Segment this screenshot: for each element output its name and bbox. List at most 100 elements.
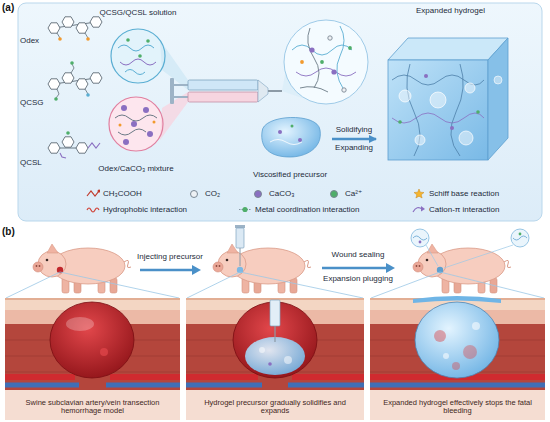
legend-icon xyxy=(86,204,100,215)
step-label: Wound sealing xyxy=(332,250,385,260)
precursor-content xyxy=(270,125,302,145)
qcsg-structure xyxy=(56,89,59,98)
tissue-section xyxy=(5,298,180,420)
tissue-section xyxy=(259,347,265,353)
mixture-content xyxy=(153,121,156,124)
solution-chains xyxy=(118,45,154,51)
molecule-name: Odex xyxy=(20,36,39,46)
qcsl-structure xyxy=(48,131,100,158)
hydrogel-cube xyxy=(388,38,508,60)
process-arrow xyxy=(192,265,201,275)
odex-structure xyxy=(86,37,90,41)
tissue-section xyxy=(463,345,477,359)
panel-letter: (b) xyxy=(2,226,15,238)
panel-a xyxy=(18,3,542,221)
legend-icon xyxy=(412,204,426,215)
qcsg-structure xyxy=(48,61,102,101)
solution-circle-fill xyxy=(111,29,165,83)
tissue-section xyxy=(452,362,460,370)
solution-chains xyxy=(118,38,156,74)
hydrogel-cube xyxy=(388,38,508,160)
network xyxy=(331,69,336,74)
inset-circle xyxy=(411,229,429,247)
legend-swatch xyxy=(254,190,262,198)
cation-icon xyxy=(421,206,425,212)
hydrogel-cube xyxy=(494,76,502,84)
odex-structure xyxy=(85,33,88,38)
legend-text: CaCO₃ xyxy=(269,188,294,199)
node-label: QCSG/QCSL solution xyxy=(86,8,190,18)
tissue-section xyxy=(284,356,292,364)
illustration xyxy=(213,244,311,293)
zoom-line xyxy=(440,272,544,298)
odex-structure xyxy=(54,22,96,28)
qcsg-structure xyxy=(62,73,74,83)
hydrogel-cube xyxy=(415,135,425,145)
legend-icon xyxy=(412,188,426,199)
network xyxy=(337,26,344,90)
hydrogel-cube xyxy=(398,120,402,124)
network xyxy=(292,26,356,92)
qcsg-structure xyxy=(70,61,74,65)
injection-syringe xyxy=(235,225,245,228)
process-arrow xyxy=(140,269,194,272)
qcsl-structure xyxy=(48,143,60,153)
tissue-section xyxy=(5,390,180,420)
precursor-blob xyxy=(262,117,321,157)
mixture-content xyxy=(119,124,122,127)
hydrogel-cube xyxy=(399,90,411,102)
legend-text: Ca²⁺ xyxy=(345,188,362,199)
hydrogel-cube xyxy=(465,83,475,93)
mixture-content xyxy=(147,131,153,137)
odex-structure xyxy=(48,17,102,41)
odex-structure xyxy=(48,23,60,33)
mixture-content xyxy=(121,105,127,111)
legend-text: Hydrophobic interaction xyxy=(103,204,187,215)
mixture-content xyxy=(115,115,157,121)
metal-icon xyxy=(242,207,247,212)
tissue-section xyxy=(270,300,280,326)
process-arrow xyxy=(386,263,395,273)
legend-text: CH₃COOH xyxy=(103,188,142,199)
tissue-section xyxy=(274,326,275,342)
qcsl-structure xyxy=(60,153,66,158)
hydrogel-cube xyxy=(430,92,446,108)
double-syringe xyxy=(258,80,268,102)
tissue-section xyxy=(66,317,94,331)
illustration xyxy=(33,244,131,293)
qcsl-structure xyxy=(66,131,70,135)
zoom-line xyxy=(60,272,179,298)
feed-circle: QCSG/QCSL solution xyxy=(86,8,190,88)
tissue-section xyxy=(100,348,108,356)
tissue-section xyxy=(434,330,446,342)
network xyxy=(328,36,332,40)
qcsl-structure xyxy=(76,143,88,153)
legend-text: CO₂ xyxy=(205,188,220,199)
panel-letter: (a) xyxy=(2,2,14,14)
double-syringe xyxy=(170,78,174,104)
qcsl-structure xyxy=(62,137,74,147)
step-label: Expanding xyxy=(335,143,373,153)
mixture-content xyxy=(143,107,149,113)
feed-circle: Odex/CaCO₃ mixture xyxy=(84,94,188,174)
qcsg-structure xyxy=(86,93,90,97)
hydrogel-cube xyxy=(388,60,488,160)
zoom-circle xyxy=(284,20,368,104)
hydrophobic-icon xyxy=(87,208,99,212)
tissue-section xyxy=(186,298,364,420)
mixture-content xyxy=(123,139,129,145)
inset-circle xyxy=(513,236,527,240)
tissue-section xyxy=(370,383,545,388)
odex-structure xyxy=(58,37,62,41)
hydrogel-cube xyxy=(424,74,428,78)
tissue-section xyxy=(50,302,134,378)
panel-caption: Hydrogel precursor gradually solidifies … xyxy=(190,399,360,416)
flow-arrow xyxy=(332,138,376,141)
acid-icon xyxy=(98,190,101,193)
network xyxy=(308,28,319,88)
legend-icon xyxy=(86,188,100,199)
circle-outline xyxy=(111,29,165,83)
inset-circle xyxy=(444,245,513,268)
inset-circle xyxy=(411,229,438,266)
